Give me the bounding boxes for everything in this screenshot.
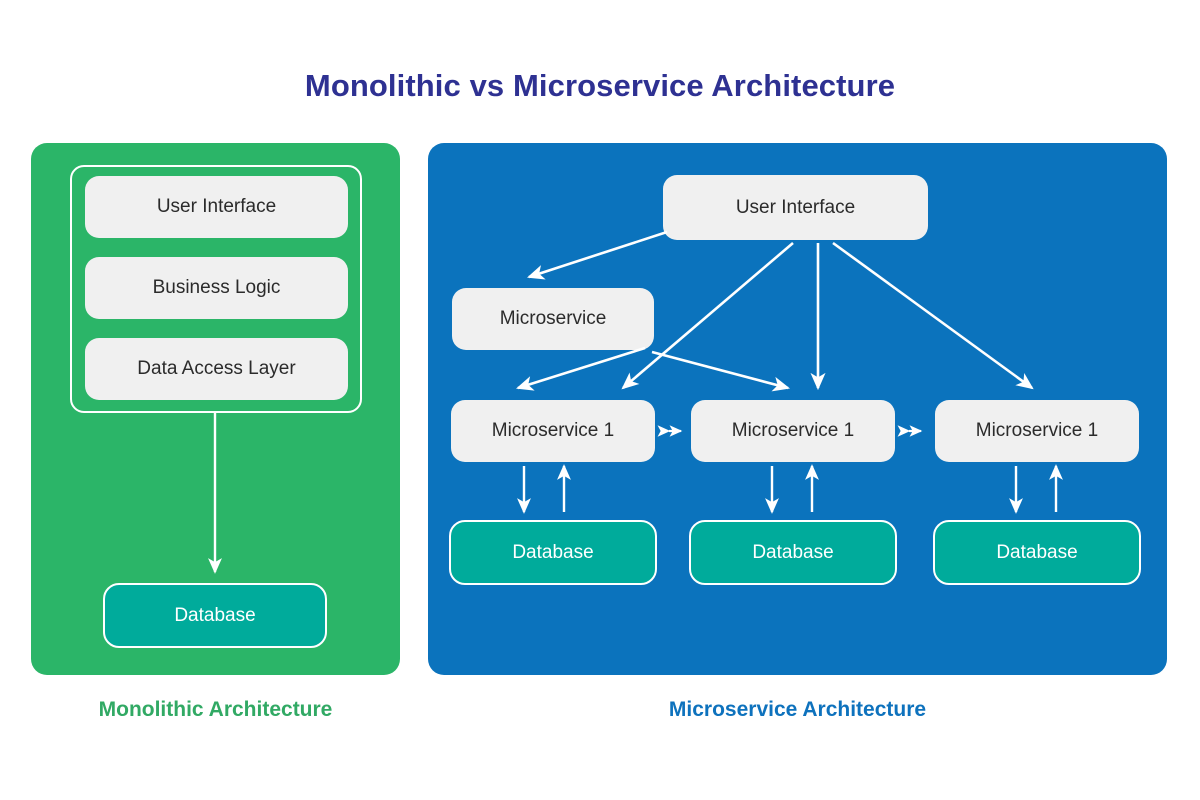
- microservice-gateway[interactable]: Microservice: [452, 288, 654, 350]
- microservice-user-interface[interactable]: User Interface: [663, 175, 928, 240]
- microservice-service-1[interactable]: Microservice 1: [451, 400, 655, 462]
- microservice-database-1[interactable]: Database: [449, 520, 657, 585]
- monolithic-caption: Monolithic Architecture: [98, 698, 333, 721]
- microservice-database-2[interactable]: Database: [689, 520, 897, 585]
- microservice-caption: Microservice Architecture: [668, 698, 927, 721]
- microservice-service-3[interactable]: Microservice 1: [935, 400, 1139, 462]
- monolith-layer-group: [70, 165, 362, 413]
- page-title: Monolithic vs Microservice Architecture: [304, 68, 896, 103]
- monolith-database[interactable]: Database: [103, 583, 327, 648]
- monolith-layer-data-access-layer[interactable]: Data Access Layer: [85, 338, 348, 400]
- microservice-service-2[interactable]: Microservice 1: [691, 400, 895, 462]
- monolith-layer-business-logic[interactable]: Business Logic: [85, 257, 348, 319]
- microservice-database-3[interactable]: Database: [933, 520, 1141, 585]
- monolith-layer-user-interface[interactable]: User Interface: [85, 176, 348, 238]
